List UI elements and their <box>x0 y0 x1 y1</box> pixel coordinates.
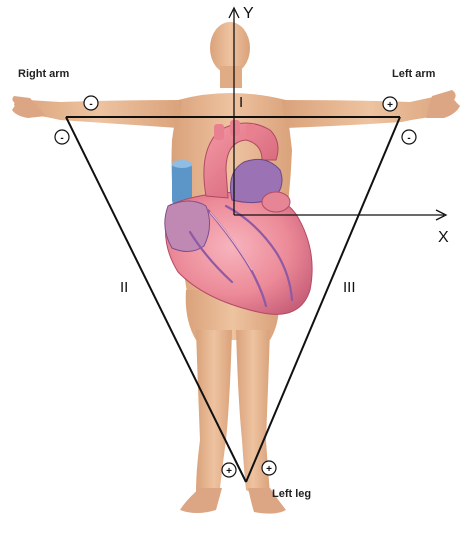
ra-lead2-sign: - <box>60 133 63 144</box>
y-axis-arrow <box>228 6 240 19</box>
axes <box>228 6 448 221</box>
einthoven-triangle <box>65 116 401 483</box>
right-arm-shape <box>14 99 182 128</box>
lead-3-line <box>245 116 401 483</box>
left-leg-shape <box>236 330 270 496</box>
left-foot <box>248 488 286 514</box>
ll-lead2-sign: + <box>226 466 232 477</box>
vena-cava <box>172 162 192 206</box>
y-axis-label: Y <box>243 5 254 22</box>
lead-2-line <box>65 116 247 483</box>
head <box>210 22 250 74</box>
la-lead1-sign: + <box>387 100 393 111</box>
left-hand <box>426 90 460 118</box>
left-arm-label: Left arm <box>392 68 436 80</box>
lead-2-label: II <box>120 279 128 296</box>
right-leg-shape <box>196 330 232 495</box>
ll-lead3-electrode: + <box>261 460 277 476</box>
ra-lead2-electrode: - <box>54 129 70 145</box>
la-lead1-electrode: + <box>382 96 398 112</box>
right-foot <box>180 488 222 513</box>
x-axis-label: X <box>438 229 449 246</box>
right-arm-label: Right arm <box>18 68 70 80</box>
neck <box>220 66 242 88</box>
left-atrium <box>261 191 291 213</box>
lead-1-label: I <box>239 94 243 111</box>
ra-lead1-electrode: - <box>83 95 99 111</box>
x-axis-arrow <box>435 209 448 221</box>
electrode-markers: - - + - + + <box>54 95 417 478</box>
left-leg-label: Left leg <box>272 488 311 500</box>
right-atrium <box>164 200 210 252</box>
left-arm-shape <box>282 96 456 128</box>
ll-lead2-electrode: + <box>221 462 237 478</box>
heart-illustration <box>164 120 313 315</box>
la-lead3-sign: - <box>407 133 410 144</box>
lead-3-label: III <box>343 279 356 296</box>
ra-lead1-sign: - <box>89 99 92 110</box>
right-hand <box>12 96 46 118</box>
la-lead3-electrode: - <box>401 129 417 145</box>
ll-lead3-sign: + <box>266 464 272 475</box>
